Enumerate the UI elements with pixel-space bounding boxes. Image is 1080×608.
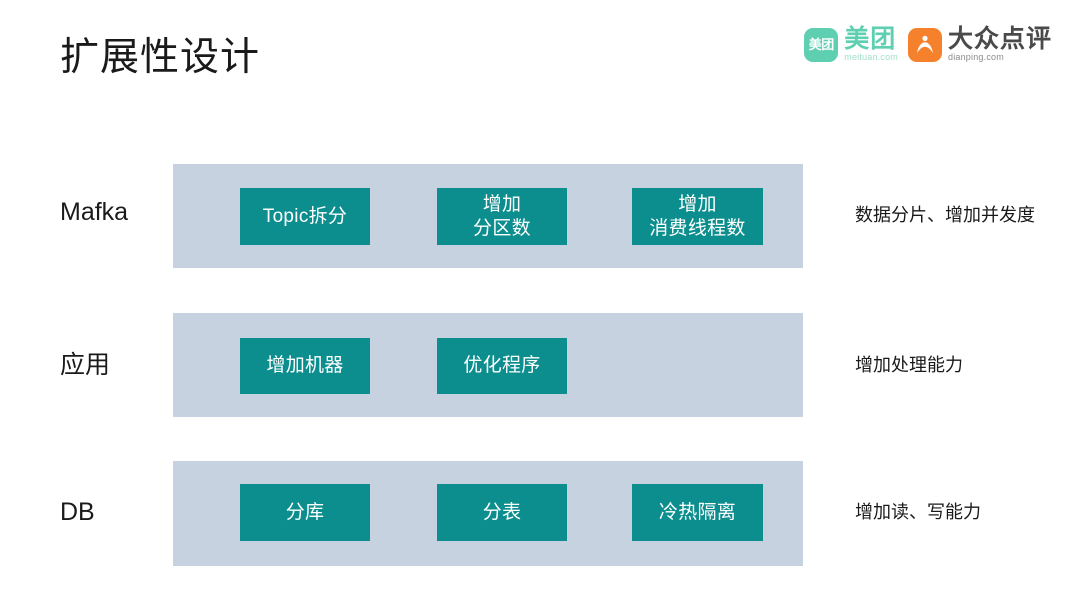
- box-text: 分库: [286, 501, 325, 525]
- meituan-logo-mark-text: 美团: [808, 37, 835, 52]
- box-line: 分库: [285, 501, 325, 523]
- box-increase-consumer-threads[interactable]: 增加 消费线程数: [632, 188, 763, 245]
- row-note-mafka: 数据分片、增加并发度: [855, 205, 1035, 225]
- box-add-machines[interactable]: 增加机器: [240, 338, 370, 394]
- meituan-logo-en: meituan.com: [844, 52, 898, 62]
- box-sharding-database[interactable]: 分库: [240, 484, 370, 541]
- box-line: 分表: [482, 501, 522, 523]
- box-line: 消费线程数: [649, 217, 746, 239]
- logo-bar: 美团 美团 meituan.com 大众点评 dianping.com: [804, 26, 1052, 63]
- row-note-db: 增加读、写能力: [855, 502, 981, 522]
- box-line: 分区数: [473, 217, 531, 239]
- row-label-mafka: Mafka: [60, 198, 129, 226]
- box-optimize-program[interactable]: 优化程序: [437, 338, 567, 394]
- row-label-db: DB: [60, 498, 95, 526]
- box-text: 优化程序: [463, 354, 540, 378]
- box-text: 增加 分区数: [473, 193, 531, 241]
- box-text: Topic拆分: [263, 205, 347, 229]
- meituan-logo-wordmark: 美团 meituan.com: [844, 26, 898, 63]
- box-text: 冷热隔离: [659, 501, 736, 525]
- box-text: 分表: [483, 501, 522, 525]
- box-line: 增加: [678, 193, 717, 215]
- box-line: 优化程序: [463, 355, 541, 376]
- meituan-logo: 美团 美团 meituan.com: [804, 26, 898, 63]
- box-increase-partitions[interactable]: 增加 分区数: [437, 188, 567, 245]
- meituan-logo-cn: 美团: [844, 25, 897, 53]
- row-note-application: 增加处理能力: [855, 355, 963, 375]
- box-line: 增加: [482, 193, 522, 215]
- meituan-logo-icon: 美团: [804, 27, 839, 62]
- box-text: 增加机器: [266, 354, 343, 378]
- box-topic-split[interactable]: Topic拆分: [240, 188, 370, 245]
- dianping-logo: 大众点评 dianping.com: [907, 26, 1052, 63]
- page-title: 扩展性设计: [60, 36, 261, 79]
- row-label-application: 应用: [60, 351, 111, 379]
- box-hot-cold-separation[interactable]: 冷热隔离: [632, 484, 763, 541]
- box-line: Topic拆分: [262, 205, 348, 227]
- dianping-logo-icon: [907, 27, 942, 62]
- dianping-logo-wordmark: 大众点评 dianping.com: [948, 26, 1052, 63]
- box-text: 增加 消费线程数: [649, 193, 746, 241]
- box-line: 增加机器: [266, 355, 344, 376]
- box-line: 冷热隔离: [658, 501, 737, 523]
- box-sharding-table[interactable]: 分表: [437, 484, 567, 541]
- dianping-logo-cn: 大众点评: [947, 25, 1052, 53]
- dianping-logo-en: dianping.com: [947, 52, 1004, 62]
